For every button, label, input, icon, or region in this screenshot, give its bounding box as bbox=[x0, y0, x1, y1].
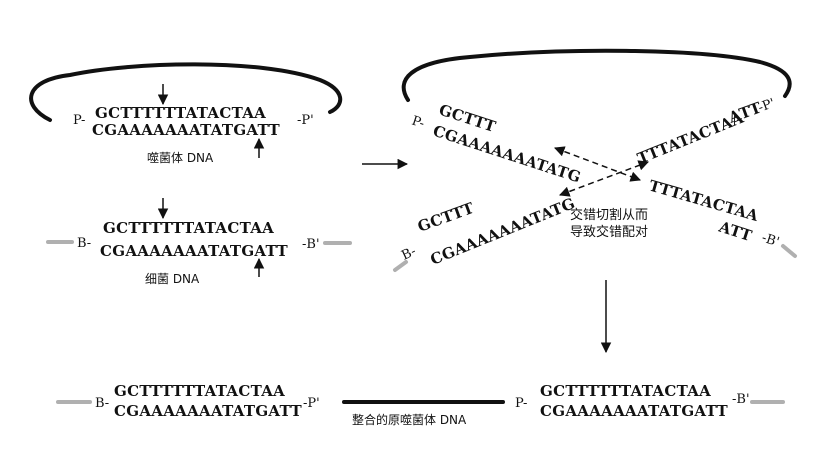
integrated-left-b: B- bbox=[95, 396, 109, 411]
exchange-upper-left-bottom: CGAAAAAAATATG bbox=[431, 122, 583, 187]
exchange-caption-line-2: 导致交错配对 bbox=[570, 224, 648, 240]
bacterial-top-sequence: GCTTTTTTATACTAA bbox=[103, 219, 274, 237]
bacterial-left-label: B- bbox=[77, 236, 91, 251]
exchange-upper-left-p: P- bbox=[410, 114, 426, 132]
phage-right-label: -P' bbox=[297, 113, 314, 128]
integrated-left-p: -P' bbox=[303, 396, 320, 411]
integrated-right-top: GCTTTTTTATACTAA bbox=[540, 382, 711, 400]
integrated-right-b: -B' bbox=[732, 392, 750, 407]
phage-dna-panel: P- GCTTTTTTATACTAA -P' CGAAAAAAATATGATT … bbox=[29, 62, 343, 165]
integrated-right-bottom: CGAAAAAAATATGATT bbox=[540, 402, 728, 420]
phage-bottom-sequence: CGAAAAAAATATGATT bbox=[92, 121, 280, 139]
phage-caption: 噬菌体 DNA bbox=[147, 150, 214, 165]
exchange-panel: P- GCTTT CGAAAAAAATATG TTTATACTAA ATT -P… bbox=[393, 48, 797, 272]
exchange-lower-right-flank bbox=[781, 244, 797, 258]
integrated-left-top: GCTTTTTTATACTAA bbox=[114, 382, 285, 400]
integrated-right-p: P- bbox=[515, 396, 527, 411]
exchange-lower-left-flank bbox=[393, 260, 408, 272]
bacterial-caption: 细菌 DNA bbox=[145, 272, 200, 286]
exchange-lower-left-b: B- bbox=[399, 244, 418, 264]
exchange-lower-left-top: GCTTT bbox=[415, 199, 477, 236]
integrated-left-bottom: CGAAAAAAATATGATT bbox=[114, 402, 302, 420]
exchange-caption-line-1: 交错切割从而 bbox=[570, 207, 648, 223]
phage-loop bbox=[29, 62, 343, 122]
exchange-dashed-arrow-2 bbox=[559, 160, 649, 197]
bacterial-dna-panel: B- GCTTTTTTATACTAA -B' CGAAAAAAATATGATT … bbox=[46, 198, 352, 286]
phage-top-sequence: GCTTTTTTATACTAA bbox=[95, 104, 266, 122]
exchange-phage-loop bbox=[401, 48, 792, 102]
integrated-caption: 整合的原噬菌体 DNA bbox=[352, 412, 467, 427]
integrated-panel: B- GCTTTTTTATACTAA CGAAAAAAATATGATT -P' … bbox=[56, 382, 785, 427]
bacterial-bottom-sequence: CGAAAAAAATATGATT bbox=[100, 242, 288, 260]
exchange-lower-right-b: -B' bbox=[760, 231, 781, 251]
bacterial-right-label: -B' bbox=[302, 237, 320, 252]
phage-left-label: P- bbox=[73, 113, 85, 128]
exchange-lower-right-top: TTTATACTAA bbox=[647, 177, 761, 225]
exchange-upper-right-p: -P' bbox=[756, 96, 777, 116]
